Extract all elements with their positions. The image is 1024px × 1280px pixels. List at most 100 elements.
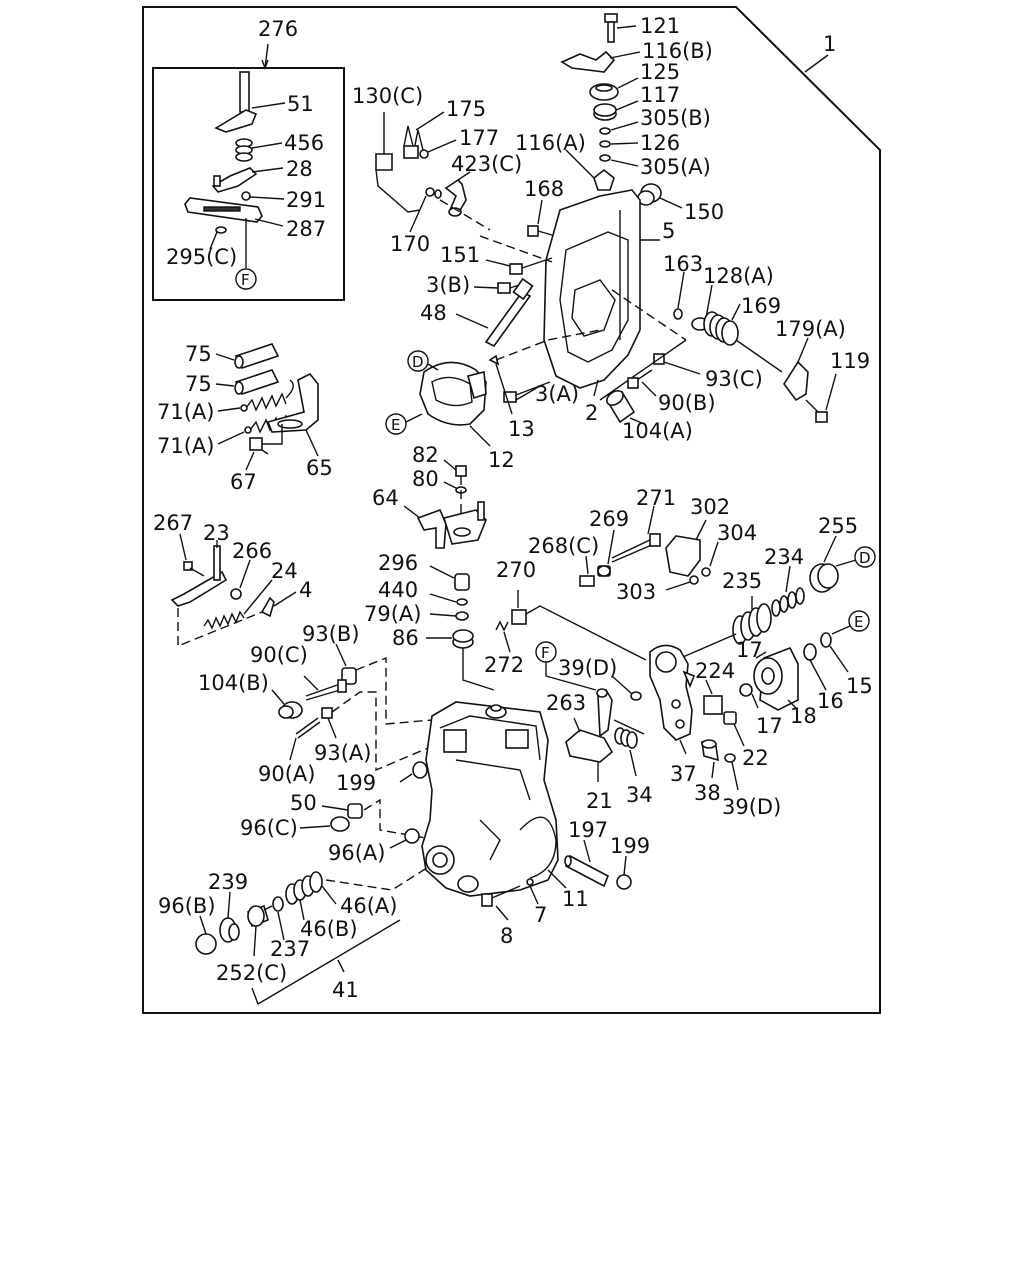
bracket-116a <box>593 168 615 191</box>
label-268c: 268(C) <box>528 534 599 558</box>
piston-252c <box>247 904 273 928</box>
washer-237 <box>272 896 284 912</box>
pin-4 <box>260 596 275 618</box>
washer-303 <box>689 575 699 585</box>
label-96c: 96(C) <box>240 816 298 840</box>
label-82: 82 <box>412 443 439 467</box>
label-179a: 179(A) <box>775 317 846 341</box>
label-34: 34 <box>626 783 653 807</box>
label-150: 150 <box>684 200 724 224</box>
oring-79a <box>455 611 469 621</box>
lever-23 <box>170 545 228 607</box>
label-75a: 75 <box>185 342 212 366</box>
cap-255 <box>809 563 839 593</box>
inset-item-28: 28 <box>286 157 313 181</box>
label-7: 7 <box>534 903 547 927</box>
pin-7 <box>526 878 534 886</box>
label-96b: 96(B) <box>158 894 216 918</box>
governor-cover-5 <box>543 189 641 389</box>
label-126: 126 <box>640 131 680 155</box>
label-151: 151 <box>440 243 480 267</box>
label-121: 121 <box>640 14 680 38</box>
ring-16 <box>803 643 817 661</box>
marker-f-center: F <box>541 644 550 662</box>
inset-marker-f: F <box>241 271 250 289</box>
label-2: 2 <box>585 401 598 425</box>
label-4: 4 <box>299 578 312 602</box>
label-235: 235 <box>722 569 762 593</box>
washer-440 <box>456 598 468 606</box>
label-440: 440 <box>378 578 418 602</box>
plug-96a <box>404 828 420 844</box>
label-93b: 93(B) <box>302 622 360 646</box>
label-93a: 93(A) <box>314 741 371 765</box>
label-296: 296 <box>378 551 418 575</box>
label-39d-lower: 39(D) <box>722 795 781 819</box>
seal-86 <box>452 629 474 649</box>
clip-15 <box>820 632 832 648</box>
label-168: 168 <box>524 177 564 201</box>
label-269: 269 <box>589 507 629 531</box>
marker-e-right: E <box>854 613 863 631</box>
body-21 <box>565 729 614 763</box>
label-272: 272 <box>484 653 524 677</box>
spring-24 <box>203 610 245 630</box>
label-71a-2: 71(A) <box>157 434 214 458</box>
bolt-67 <box>249 424 283 455</box>
marker-d-upper: D <box>412 353 424 371</box>
pump-housing-lower <box>421 701 559 897</box>
label-24: 24 <box>271 559 298 583</box>
spring-234 <box>771 587 805 617</box>
label-22: 22 <box>742 746 769 770</box>
nut-119 <box>805 399 828 423</box>
label-3a: 3(A) <box>535 382 579 406</box>
inset-lever-28 <box>211 167 258 193</box>
label-170: 170 <box>390 232 430 256</box>
label-304: 304 <box>717 521 757 545</box>
inset-plate-287 <box>184 197 263 223</box>
bracket-116b <box>560 50 616 73</box>
label-303: 303 <box>616 580 656 604</box>
label-71a-1: 71(A) <box>157 400 214 424</box>
bearing-shell-12 <box>419 361 487 426</box>
label-48: 48 <box>420 301 447 325</box>
inset-item-456: 456 <box>284 131 324 155</box>
cap-96c <box>330 816 350 832</box>
inset-washer-291 <box>241 191 251 201</box>
label-21: 21 <box>586 789 613 813</box>
label-263: 263 <box>546 691 586 715</box>
label-46b: 46(B) <box>300 917 358 941</box>
bolt-90a <box>295 717 321 739</box>
spring-46a <box>285 871 323 905</box>
label-38: 38 <box>694 781 721 805</box>
plug-199-right <box>616 874 632 890</box>
gear-239 <box>219 917 240 943</box>
label-224: 224 <box>695 659 735 683</box>
bolt-3a <box>503 381 551 403</box>
label-423c: 423(C) <box>451 152 522 176</box>
bolt-168 <box>527 225 539 237</box>
label-234: 234 <box>764 545 804 569</box>
sleeve-75a <box>234 343 280 369</box>
label-23: 23 <box>203 521 230 545</box>
marker-e-upper: E <box>391 416 400 434</box>
label-39d-upper: 39(D) <box>558 656 617 680</box>
shaft-48 <box>484 277 534 348</box>
bush-22 <box>723 711 737 725</box>
sleeve-75b <box>234 369 280 395</box>
label-104b: 104(B) <box>198 671 269 695</box>
inset-ref-label: 276 <box>258 17 298 41</box>
label-65: 65 <box>306 456 333 480</box>
nut-50 <box>347 803 363 819</box>
label-90a: 90(A) <box>258 762 315 786</box>
nut-304 <box>701 567 711 577</box>
bracket-64 <box>416 501 487 549</box>
clip-39d-lower <box>724 753 736 763</box>
inset-washer-295c <box>215 226 227 234</box>
bolt-8 <box>481 885 521 907</box>
inset-item-291: 291 <box>286 188 326 212</box>
bolt-90c <box>305 679 347 701</box>
label-17a: 17 <box>736 638 763 662</box>
label-11: 11 <box>562 887 589 911</box>
label-163: 163 <box>663 252 703 276</box>
